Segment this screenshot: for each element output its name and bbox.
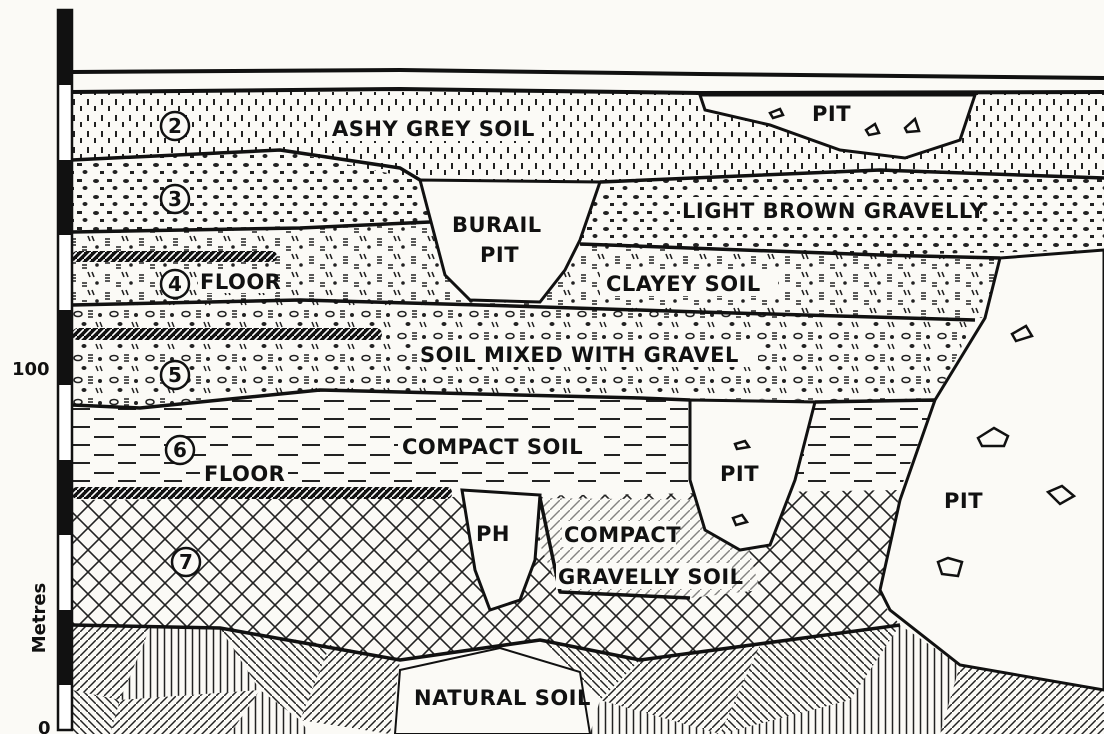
label-ashy-grey-soil: ASHY GREY SOIL — [332, 117, 535, 141]
label-pit-right: PIT — [944, 489, 983, 513]
metres-scale-bar — [58, 10, 72, 730]
scale-tick-100: 100 — [12, 359, 50, 380]
layer-number-4: 4 — [168, 272, 182, 296]
label-light-brown-gravelly: LIGHT BROWN GRAVELLY — [682, 199, 986, 223]
label-burial-pit-1: BURAIL — [452, 213, 542, 237]
label-compact-gravelly-2: GRAVELLY SOIL — [558, 565, 744, 589]
label-soil-mixed-with-gravel: SOIL MIXED WITH GRAVEL — [420, 343, 739, 367]
label-compact-soil: COMPACT SOIL — [402, 435, 583, 459]
scale-unit-label: Metres — [29, 583, 50, 654]
layer-number-2: 2 — [168, 114, 182, 138]
scale-tick-0: 0 — [38, 718, 51, 734]
label-compact-gravelly-1: COMPACT — [564, 523, 681, 547]
layer-number-6: 6 — [173, 438, 187, 462]
label-floor-upper: FLOOR — [200, 270, 281, 294]
label-burial-pit-2: PIT — [480, 243, 519, 267]
label-pit-top: PIT — [812, 102, 851, 126]
label-clayey-soil: CLAYEY SOIL — [606, 272, 761, 296]
label-pit-mid: PIT — [720, 462, 759, 486]
label-natural-soil: NATURAL SOIL — [414, 686, 591, 710]
layer-number-3: 3 — [168, 187, 182, 211]
label-floor-lower: FLOOR — [204, 462, 285, 486]
label-post-hole: PH — [476, 522, 510, 546]
layer-number-5: 5 — [168, 363, 182, 387]
layer-number-7: 7 — [179, 550, 193, 574]
